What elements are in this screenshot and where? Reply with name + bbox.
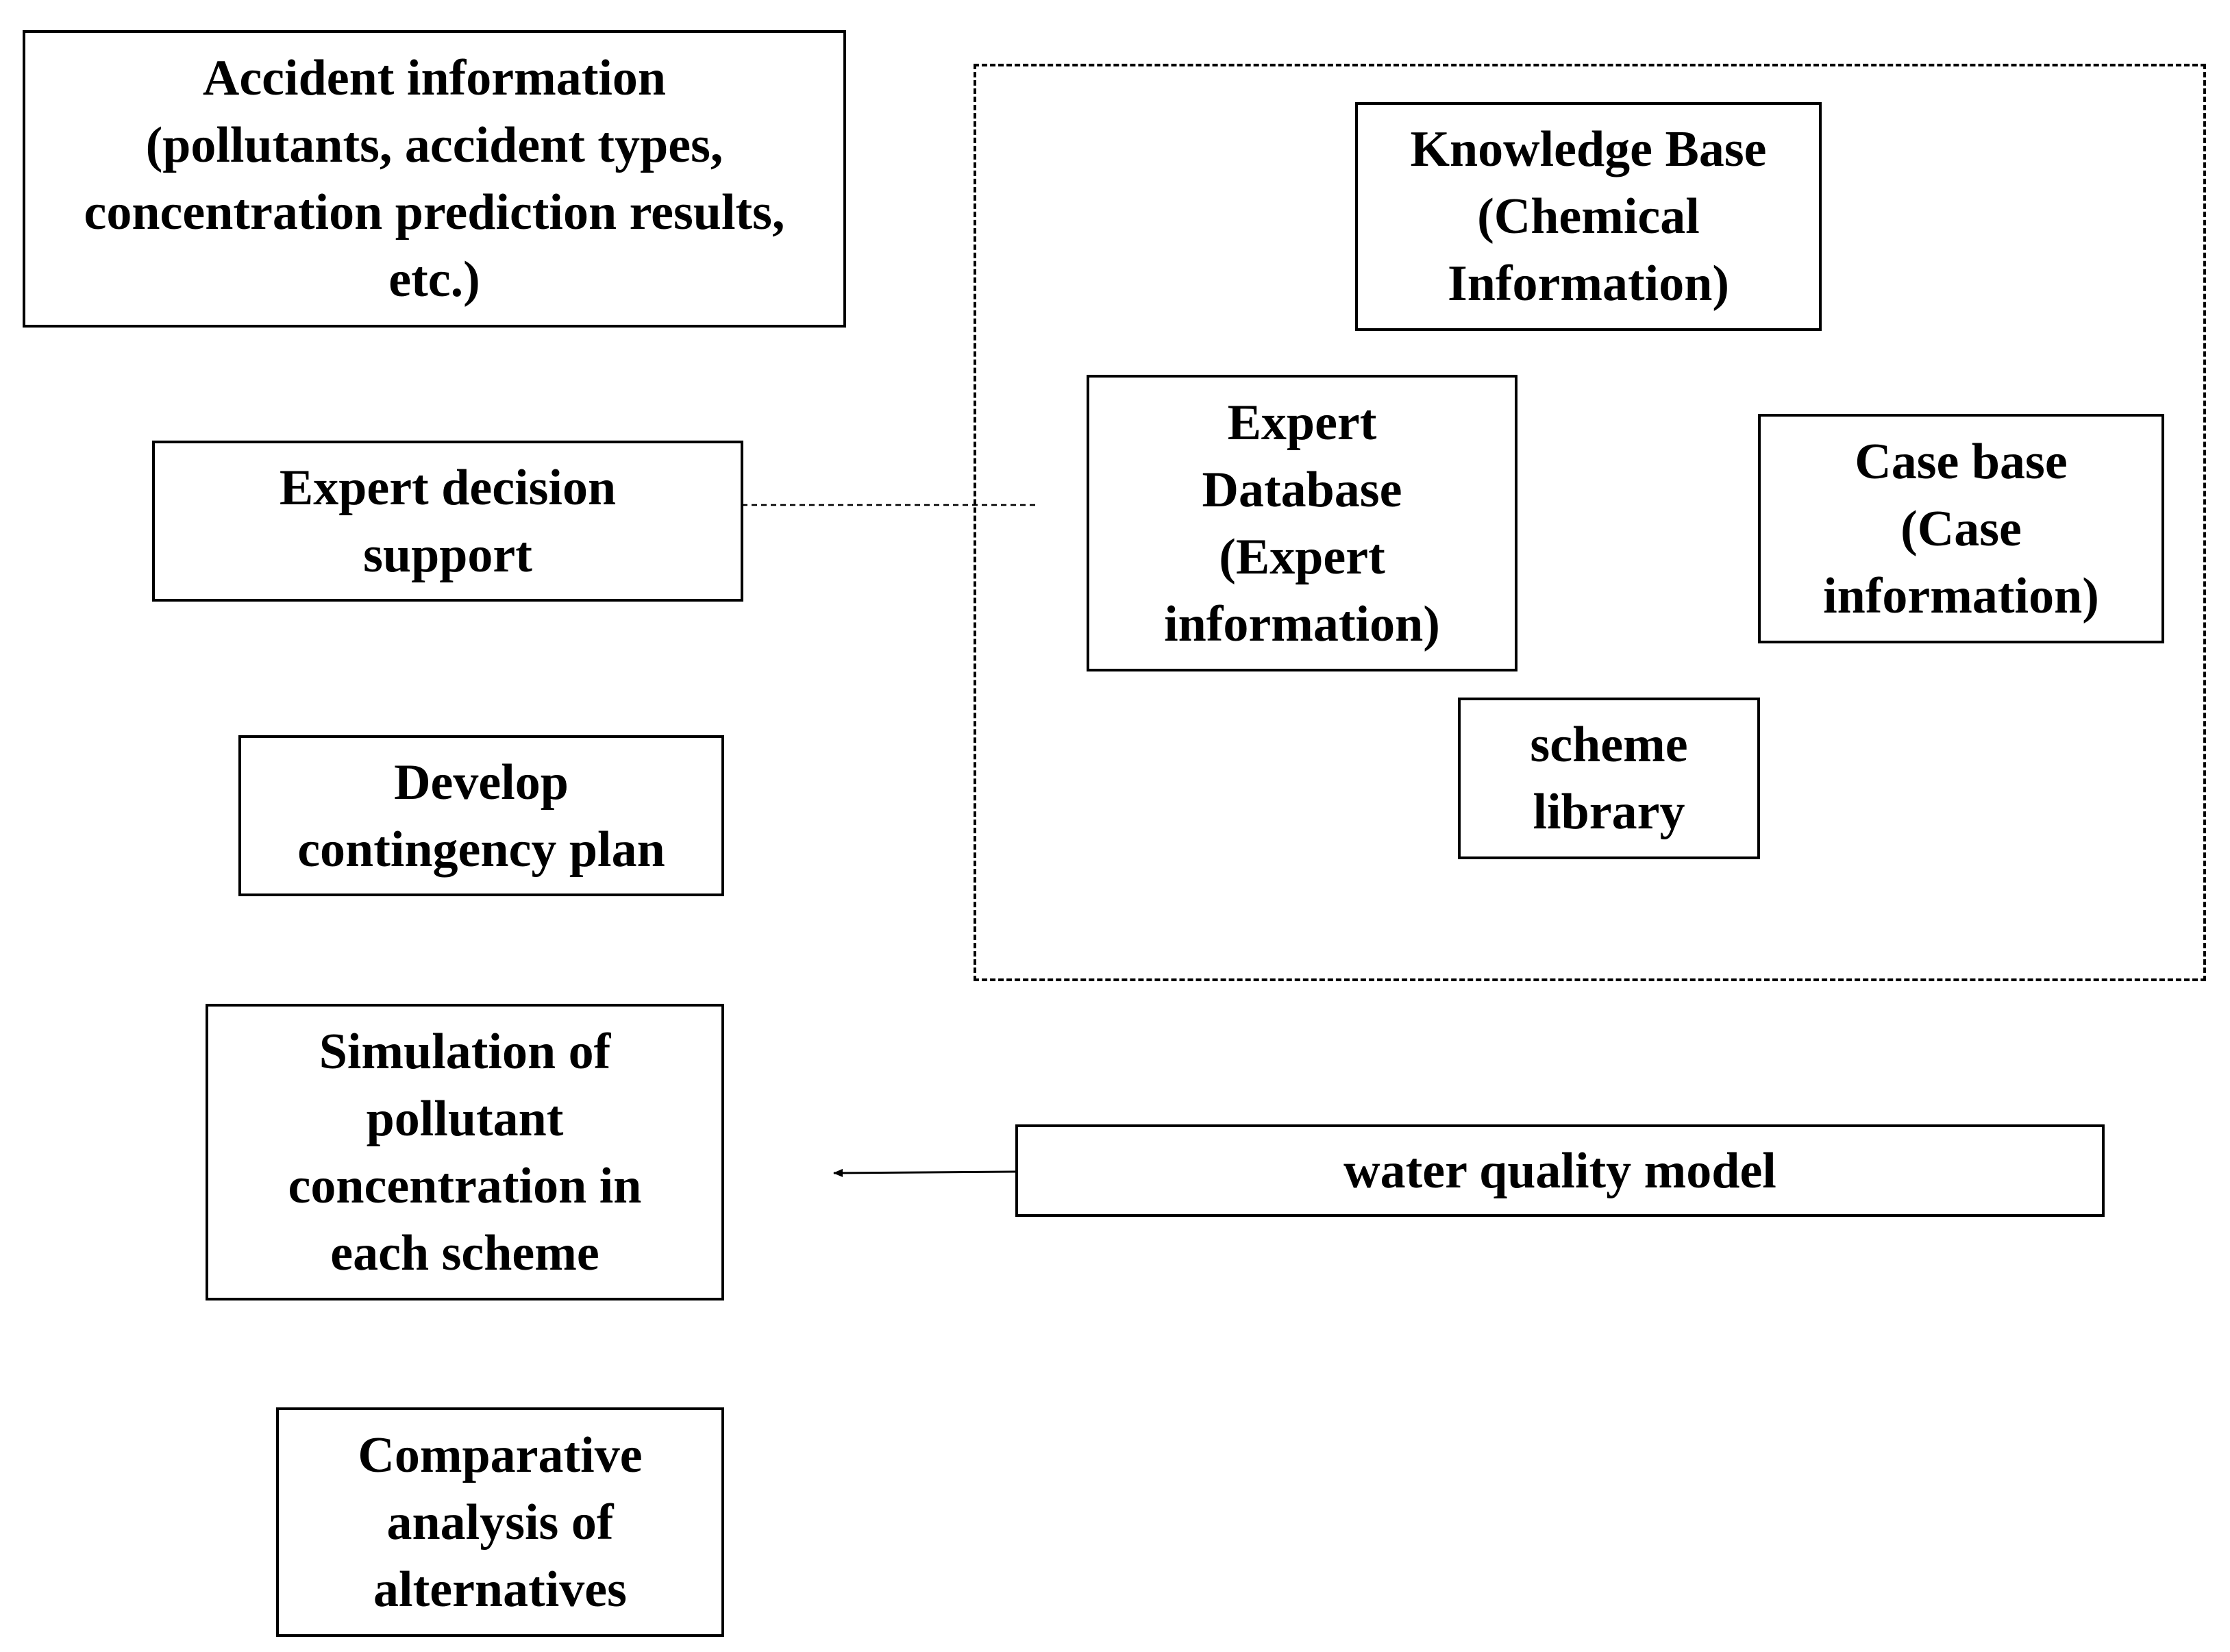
simulation-label: Simulation of pollutant concentration in… [288,1023,642,1281]
expert-decision-support-box: Expert decision support [152,441,743,602]
accident-information-box: Accident information (pollutants, accide… [23,30,846,328]
develop-contingency-plan-label: Develop contingency plan [297,754,665,878]
knowledge-base-label: Knowledge Base (Chemical Information) [1410,121,1767,312]
water-quality-model-box: water quality model [1015,1124,2105,1217]
scheme-library-box: scheme library [1458,698,1760,859]
water-quality-model-label: water quality model [1343,1142,1776,1199]
comparative-analysis-label: Comparative analysis of alternatives [358,1427,643,1618]
accident-information-label: Accident information (pollutants, accide… [84,50,785,308]
scheme-library-label: scheme library [1530,717,1688,840]
expert-database-box: Expert Database (Expert information) [1087,375,1517,671]
simulation-box: Simulation of pollutant concentration in… [206,1004,724,1300]
case-base-box: Case base (Case information) [1758,414,2164,643]
develop-contingency-plan-box: Develop contingency plan [238,735,724,896]
case-base-label: Case base (Case information) [1823,433,2099,624]
database-group-frame [974,64,2206,981]
comparative-analysis-box: Comparative analysis of alternatives [276,1407,724,1637]
expert-decision-support-label: Expert decision support [279,459,617,583]
expert-database-label: Expert Database (Expert information) [1164,394,1440,652]
knowledge-base-box: Knowledge Base (Chemical Information) [1355,102,1822,331]
water-quality-arrow [833,1168,1016,1177]
